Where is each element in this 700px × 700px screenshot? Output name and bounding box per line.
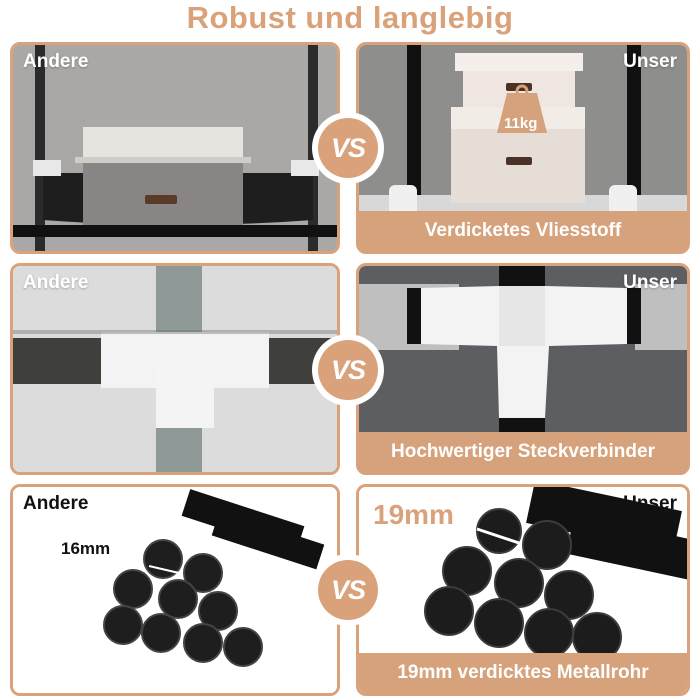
ours-tag: Unser (623, 272, 677, 293)
other-tag: Andere (23, 51, 89, 72)
fabric-shelf-other-image (13, 45, 337, 251)
row1-left-panel: Andere (10, 42, 340, 254)
vs-badge: VS (315, 115, 381, 181)
size-label-other: 16mm (61, 539, 111, 558)
other-tag: Andere (23, 272, 89, 293)
tubes-other-image (13, 487, 337, 693)
row3-left-panel: Andere 16mm (10, 484, 340, 696)
vs-badge: VS (315, 557, 381, 623)
weight-label: 11kg (504, 115, 538, 132)
ours-tag: Unser (623, 51, 677, 72)
other-tag: Andere (23, 493, 89, 514)
ours-tag: Unser (623, 493, 677, 514)
caption-tube: 19mm verdicktes Metallrohr (359, 653, 687, 693)
row2-left-panel: Andere (10, 263, 340, 475)
row3-right-panel: 19mm Unser 19mm verdicktes Metallrohr (356, 484, 690, 696)
size-label-ours: 19mm (373, 499, 454, 530)
page-title: Robust und langlebig (186, 0, 514, 35)
vs-badge: VS (315, 337, 381, 403)
caption-fabric: Verdicketes Vliesstoff (359, 211, 687, 251)
connector-other-image (13, 266, 337, 472)
caption-connector: Hochwertiger Steckverbinder (359, 432, 687, 472)
row2-right-panel: Unser Hochwertiger Steckverbinder (356, 263, 690, 475)
row1-right-panel: 11kg Unser Verdicketes Vliesstoff (356, 42, 690, 254)
